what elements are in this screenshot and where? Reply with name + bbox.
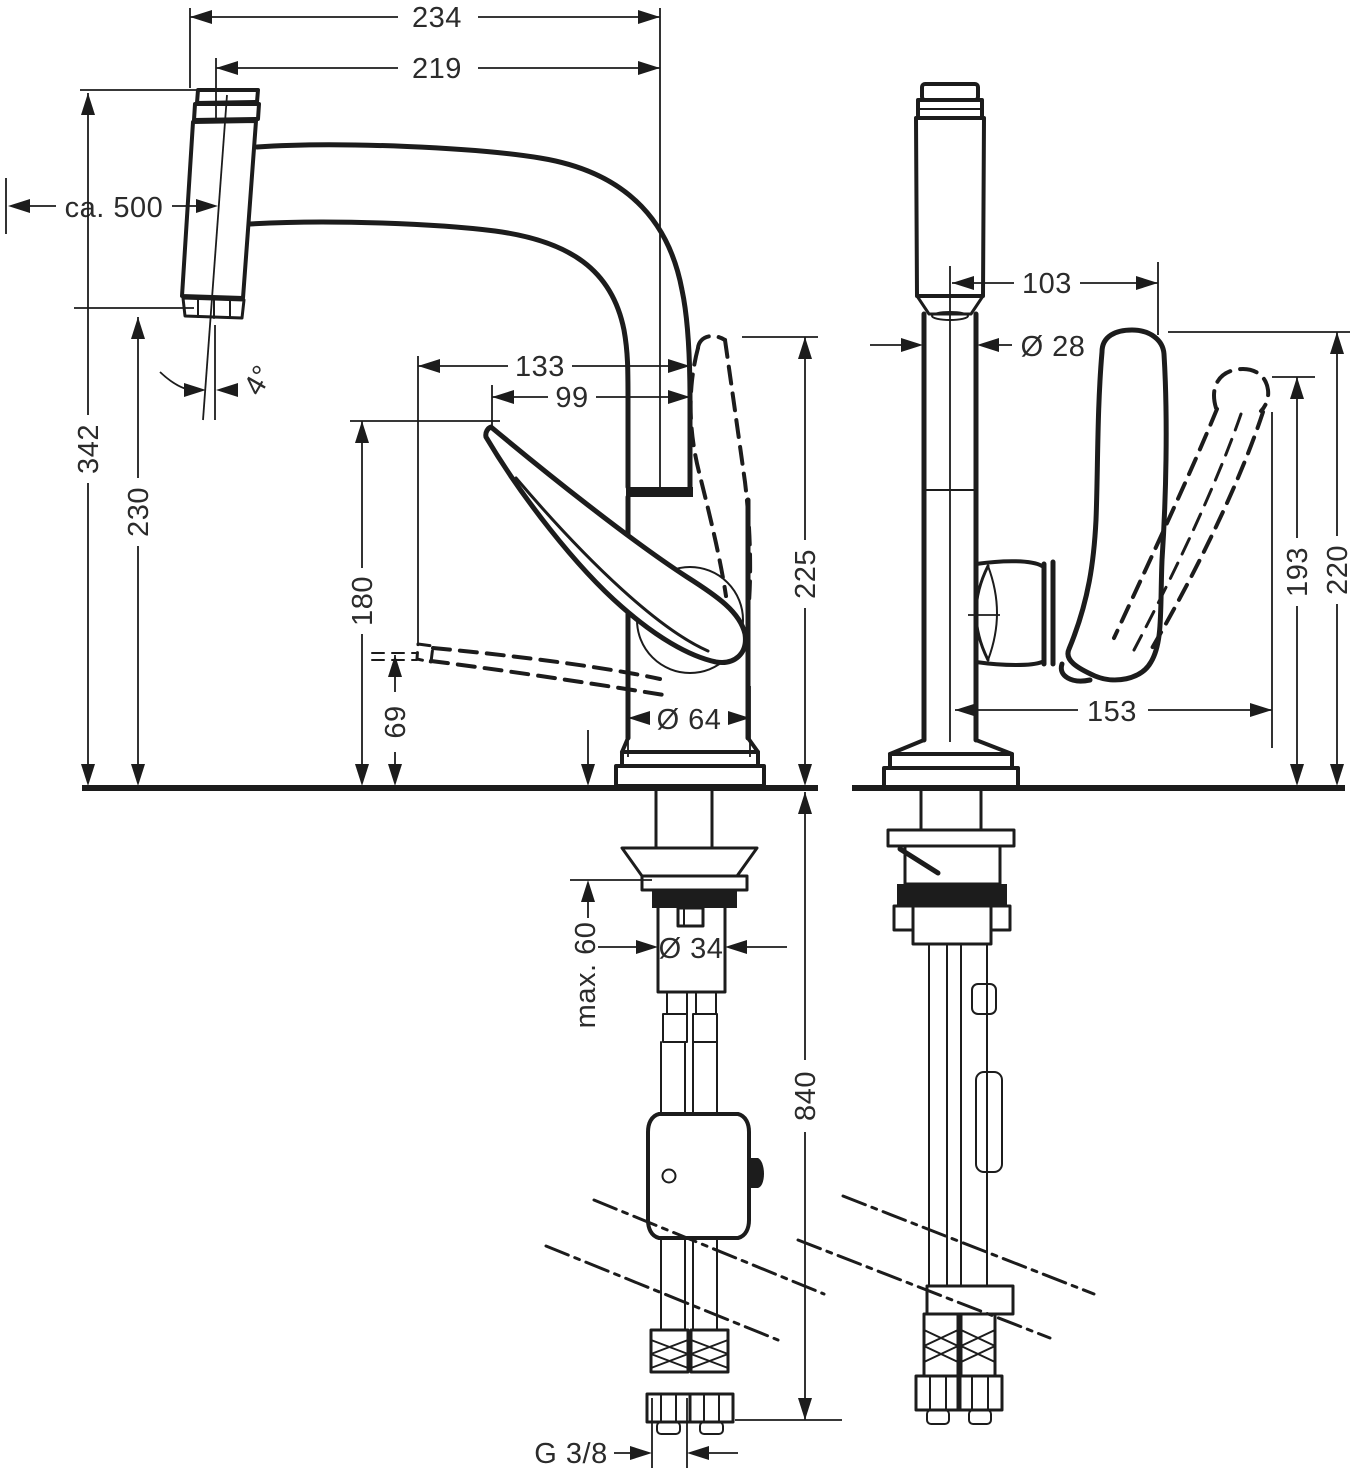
- extension-lines: [5, 8, 1350, 1468]
- break-lines: [544, 1198, 826, 1342]
- handle-down-position-dashed: [371, 642, 666, 697]
- dim-label-shank-diameter: Ø 34: [659, 933, 724, 965]
- dim-handle-reach-open: 133: [418, 351, 690, 383]
- handle-up-position-dashed: [688, 334, 753, 616]
- mixer-body-front: [968, 559, 1056, 667]
- select-valve-box: [646, 1112, 751, 1240]
- dim-label-handle-offset: 103: [1022, 268, 1072, 300]
- dim-label-handle-reach-open: 133: [515, 351, 565, 383]
- dim-side-handle-height: 220: [1322, 332, 1350, 786]
- dim-handle-tip-height: 225: [790, 337, 822, 786]
- spout-joint: [626, 487, 693, 497]
- dim-column-diameter: Ø 28: [870, 331, 1085, 363]
- dim-label-side-handle-open-height: 193: [1282, 547, 1314, 597]
- dim-shank-diameter: Ø 34: [598, 933, 787, 965]
- hose-fittings-front: [914, 1374, 1004, 1425]
- dim-label-hose-extension: ca. 500: [65, 192, 164, 224]
- side-view: [180, 88, 826, 1435]
- dim-label-supply-hose-length: 840: [790, 1071, 822, 1121]
- lever-handle-front: [1058, 327, 1169, 684]
- dim-label-total-depth: 234: [412, 2, 462, 34]
- lever-handle: [483, 424, 748, 665]
- dim-label-handle-tip-height: 225: [790, 549, 822, 599]
- dim-total-depth: 234: [190, 2, 660, 34]
- spout: [247, 142, 693, 497]
- dim-label-spray-angle: 4°: [238, 360, 280, 401]
- break-lines-front: [796, 1194, 1096, 1340]
- dim-base-diameter: Ø 64: [628, 704, 750, 736]
- dim-label-height-total: 342: [73, 424, 105, 474]
- dim-label-max-mounting-thickness: max. 60: [570, 922, 602, 1029]
- handle-swung-position-dashed: [1112, 367, 1271, 657]
- dim-label-column-diameter: Ø 28: [1021, 331, 1086, 363]
- dim-label-side-handle-reach: 153: [1087, 696, 1137, 728]
- mounting-assembly-front: [796, 788, 1096, 1425]
- dim-label-thread: G 3/8: [534, 1438, 607, 1470]
- pullout-spray-head: [180, 88, 261, 320]
- dim-hose-extension: ca. 500: [8, 192, 218, 224]
- dim-side-handle-open-height: 193: [1282, 377, 1314, 786]
- dim-thread: G 3/8: [534, 1438, 738, 1470]
- base-front: [882, 738, 1020, 790]
- dim-handle-reach-closed: 99: [492, 382, 690, 414]
- dim-label-handle-reach-closed: 99: [555, 382, 588, 414]
- dim-height-total: 342: [73, 93, 105, 786]
- supply-hoses-braided-front: [922, 1312, 997, 1378]
- dim-handle-drop: 69: [380, 655, 412, 786]
- spray-head-front: [914, 82, 986, 321]
- dim-spray-angle: 4°: [159, 360, 280, 401]
- tightening-lever: [897, 846, 941, 876]
- dim-spout-reach: 219: [216, 53, 660, 85]
- dim-label-base-diameter: Ø 64: [657, 704, 722, 736]
- dim-max-mounting-thickness: max. 60: [570, 730, 602, 1028]
- dim-label-side-handle-height: 220: [1322, 545, 1350, 595]
- dim-side-handle-reach: 153: [955, 696, 1272, 728]
- dim-label-spout-reach: 219: [412, 53, 462, 85]
- dim-label-handle-drop: 69: [380, 705, 412, 738]
- hose-fittings: [645, 1392, 735, 1435]
- dim-handle-height: 180: [347, 421, 379, 786]
- dim-label-height-outlet: 230: [123, 487, 155, 537]
- dim-handle-offset: 103: [952, 268, 1158, 300]
- dim-label-handle-height: 180: [347, 576, 379, 626]
- mounting-assembly-side: [544, 788, 826, 1435]
- supply-hoses-braided: [649, 1328, 730, 1374]
- dim-height-outlet: 230: [123, 317, 155, 786]
- dim-supply-hose-length: 840: [790, 792, 822, 1420]
